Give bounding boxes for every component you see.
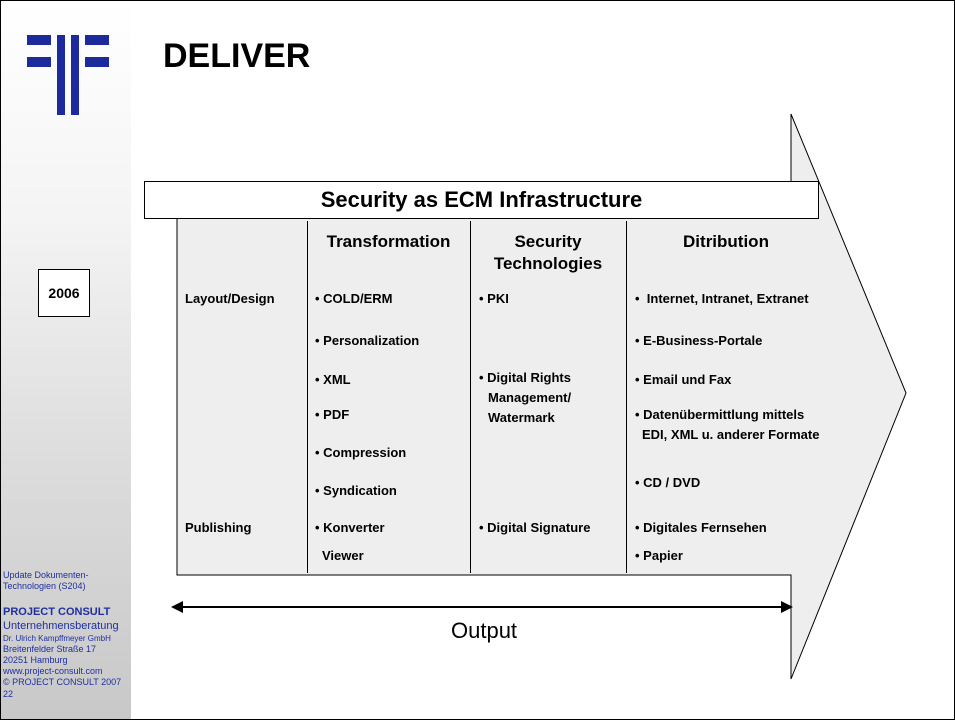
- list-item: Viewer: [322, 548, 364, 563]
- company-logo-icon: [27, 35, 109, 115]
- list-item: • Email und Fax: [635, 372, 732, 387]
- list-item: • Papier: [635, 548, 683, 563]
- copyright: © PROJECT CONSULT 2007: [3, 677, 122, 688]
- company-street: Breitenfelder Straße 17: [3, 643, 97, 654]
- header-security: Security Technologies: [493, 232, 603, 274]
- list-item: • Syndication: [315, 483, 397, 498]
- list-item: • E-Business-Portale: [635, 333, 763, 348]
- list-item: EDI, XML u. anderer Formate: [642, 427, 820, 442]
- list-item: • Internet, Intranet, Extranet: [635, 291, 809, 306]
- column-divider: [307, 221, 308, 573]
- output-label: Output: [451, 618, 518, 643]
- column-divider: [470, 221, 471, 573]
- list-item: Watermark: [488, 410, 555, 425]
- year-box: 2006: [38, 269, 90, 317]
- list-item: • CD / DVD: [635, 475, 701, 490]
- list-item: • Digital Rights: [479, 370, 571, 385]
- list-item: • Personalization: [315, 333, 420, 348]
- list-item: • Compression: [315, 445, 407, 460]
- list-item: • PDF: [315, 407, 350, 422]
- list-item: • Digitales Fernsehen: [635, 520, 767, 535]
- row-label-publishing: Publishing: [185, 520, 252, 535]
- page-title: DELIVER: [163, 37, 311, 75]
- header-transformation: Transformation: [326, 232, 451, 251]
- list-item: • Konverter: [315, 520, 385, 535]
- list-item: • COLD/ERM: [315, 291, 393, 306]
- list-item: • Datenübermittlung mittels: [635, 407, 805, 422]
- company-type: Unternehmensberatung: [3, 619, 119, 632]
- list-item: • XML: [315, 372, 351, 387]
- sidebar: 2006 Update Dokumenten- Technologien (S2…: [1, 1, 131, 719]
- company-city: 20251 Hamburg: [3, 654, 68, 665]
- page-number: 22: [3, 688, 14, 699]
- company-web: www.project-consult.com: [3, 666, 103, 676]
- list-item: Management/: [488, 390, 572, 405]
- doc-reference: Update Dokumenten- Technologien (S204): [3, 570, 131, 593]
- company-info: PROJECT CONSULT Unternehmensberatung Dr.…: [3, 606, 131, 700]
- column-divider: [626, 221, 627, 573]
- doc-reference-line1: Update Dokumenten-: [3, 570, 89, 580]
- doc-reference-line2: Technologien (S204): [3, 581, 86, 592]
- company-brand: PROJECT CONSULT: [3, 606, 111, 618]
- list-item: • PKI: [479, 291, 509, 306]
- header-distribution: Ditribution: [683, 232, 769, 251]
- company-person: Dr. Ulrich Kampffmeyer GmbH: [3, 633, 111, 643]
- row-label-layout: Layout/Design: [185, 291, 275, 306]
- output-double-arrow-icon: [171, 601, 793, 613]
- banner-title: Security as ECM Infrastructure: [144, 181, 819, 219]
- list-item: • Digital Signature: [479, 520, 591, 535]
